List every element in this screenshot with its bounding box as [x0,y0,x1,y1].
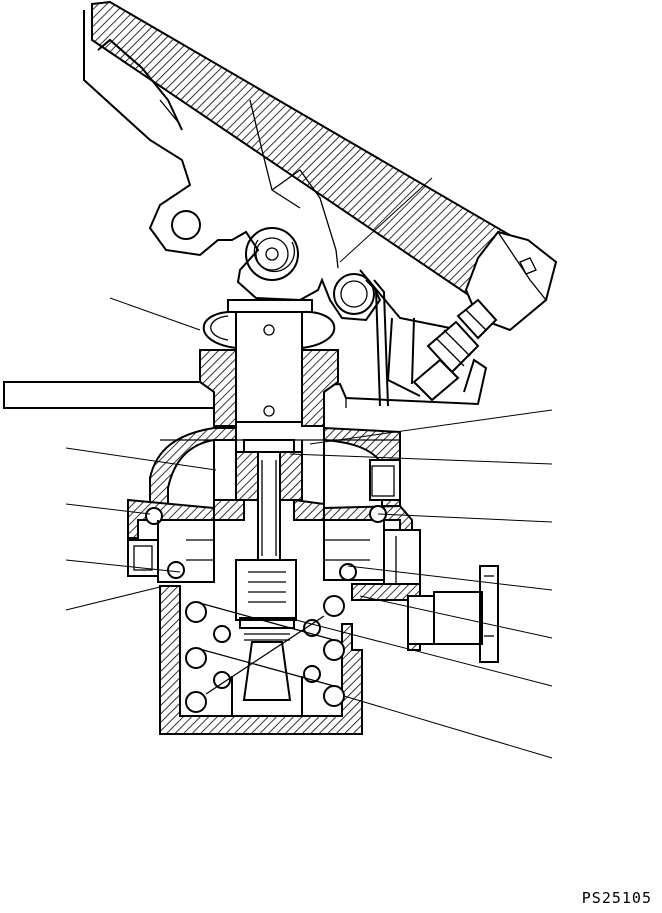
outlet-port-fitting [351,565,499,663]
leader-line-11 [359,595,553,639]
leader-line-8 [289,453,553,465]
mounting-plate [3,358,488,409]
leader-line-6 [65,585,165,611]
leader-line-9 [377,513,553,523]
leader-line-7 [309,409,553,445]
leader-line-13 [343,695,553,759]
leader-line-3 [65,447,217,471]
upper-valve-body [149,349,401,563]
leader-line-4 [65,503,151,515]
brake-pedal [83,0,558,407]
drawing-reference-code: PS25105 [581,889,652,907]
leader-line-1 [339,177,433,263]
leader-line-12 [295,619,553,687]
leader-line-10 [347,565,553,591]
leader-line-2 [109,297,201,331]
leader-line-5 [65,559,181,573]
leader-lines [65,177,553,759]
lower-valve-body [159,559,363,735]
